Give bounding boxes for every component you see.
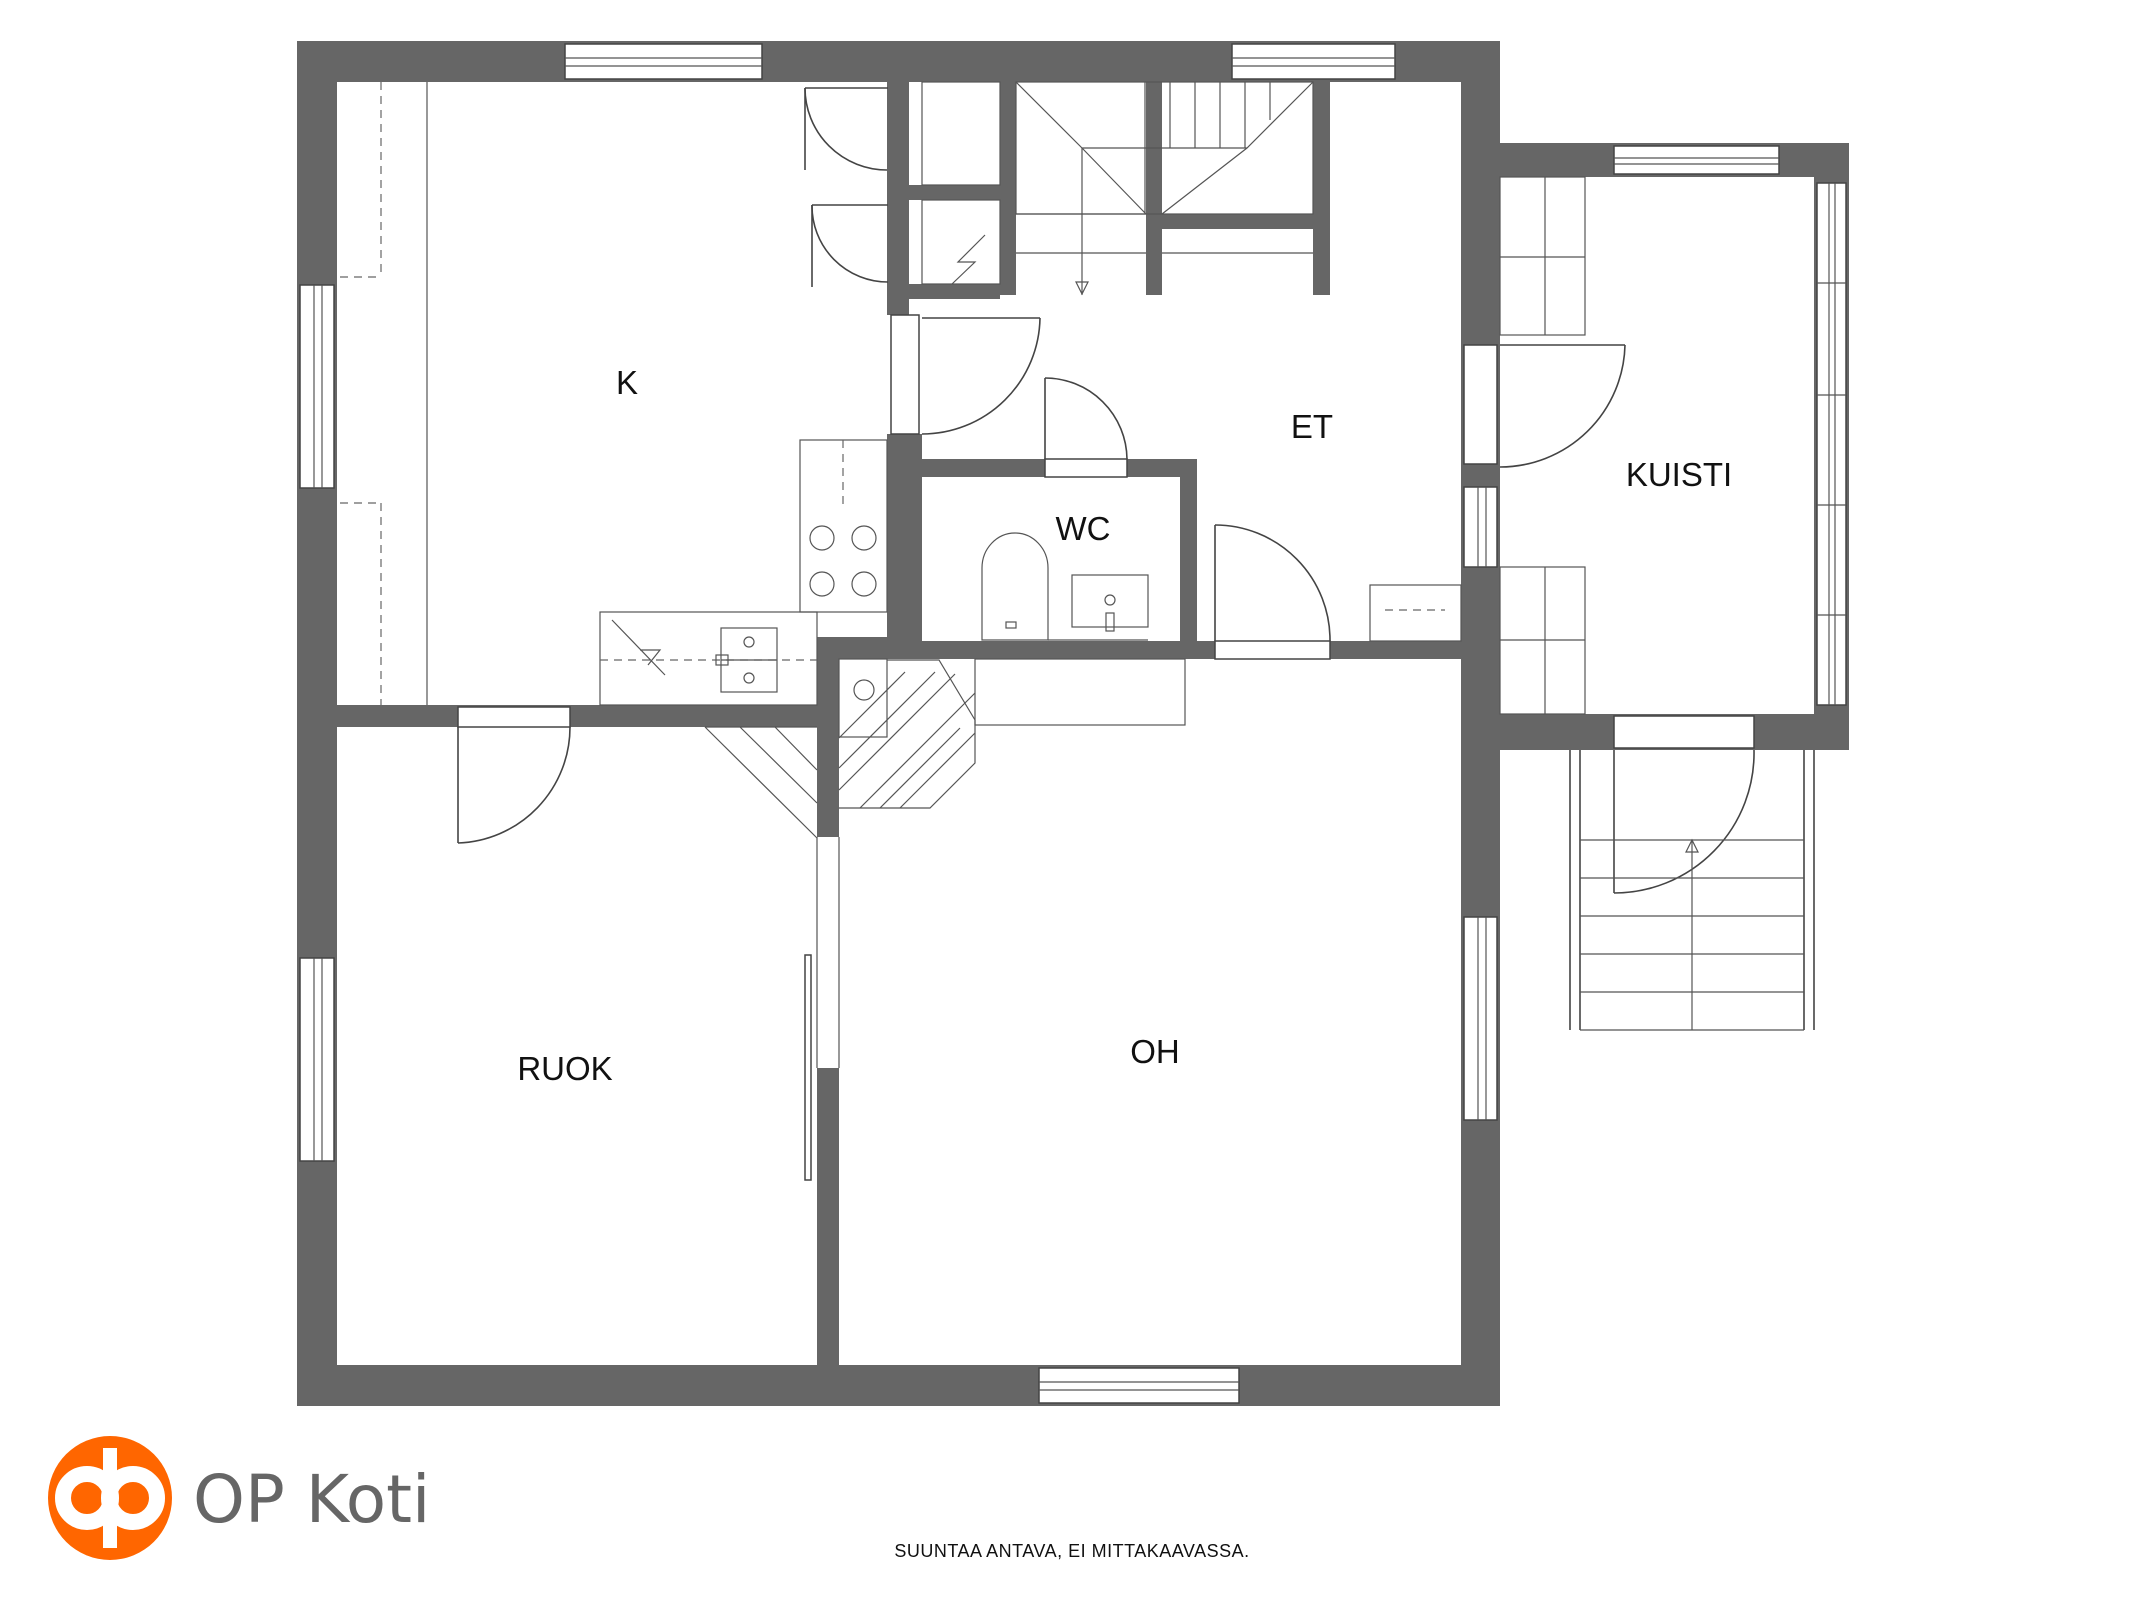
porch-walls <box>1500 143 1849 750</box>
porch-furniture <box>1369 176 1586 715</box>
room-label-kitchen: K <box>616 364 638 401</box>
room-label-dining: RUOK <box>517 1050 612 1087</box>
exterior-stairs <box>1569 750 1815 1031</box>
room-label-porch: KUISTI <box>1626 456 1732 493</box>
interior-stairs <box>1015 81 1314 296</box>
kitchen-fittings <box>340 81 1001 706</box>
doors <box>457 87 1755 1181</box>
room-label-entrance: ET <box>1291 408 1333 445</box>
fireplace <box>704 658 1186 839</box>
room-label-living: OH <box>1130 1033 1180 1070</box>
wc-fixtures <box>981 532 1149 641</box>
room-label-wc: WC <box>1056 510 1111 547</box>
interior-walls <box>337 82 1500 1365</box>
op-logo: OP Koti <box>48 1436 430 1560</box>
brand-name: OP Koti <box>193 1461 430 1538</box>
windows <box>299 43 1847 1404</box>
disclaimer-text: SUUNTAA ANTAVA, EI MITTAKAAVASSA. <box>894 1541 1249 1561</box>
